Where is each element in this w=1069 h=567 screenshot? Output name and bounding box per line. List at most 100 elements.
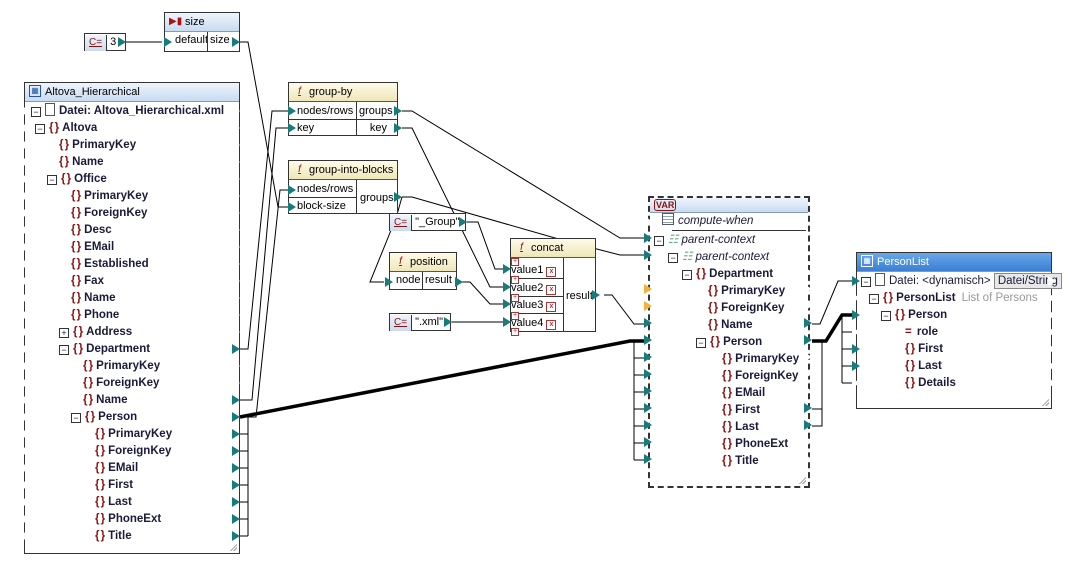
source-input-connector[interactable] — [21, 513, 31, 525]
variable-output-connector[interactable] — [804, 420, 812, 430]
collapse-icon[interactable]: − — [71, 413, 81, 423]
tree-item-last[interactable]: { }Last — [95, 496, 132, 508]
constant-3[interactable]: C=3 — [84, 33, 126, 51]
target-component-personlist[interactable]: ▦ PersonList −Datei: <dynamisch> Datei/S… — [856, 252, 1062, 409]
concat-value2-connector[interactable] — [503, 282, 511, 292]
constant-3-output-connector[interactable] — [118, 37, 126, 47]
tree-item-title[interactable]: { }Title — [95, 530, 132, 542]
target-output-connector[interactable] — [1047, 360, 1057, 372]
source-output-connector[interactable] — [232, 429, 240, 439]
tree-item-fax[interactable]: { }Fax — [71, 275, 104, 287]
constant-xml-output-connector[interactable] — [444, 317, 452, 327]
source-input-connector[interactable] — [21, 122, 31, 134]
source-input-connector[interactable] — [21, 411, 31, 423]
tree-item-name[interactable]: { }Name — [708, 319, 753, 331]
add-parameter-icon[interactable]: + — [511, 276, 519, 284]
source-output-connector[interactable] — [231, 377, 241, 389]
variable-input-connector[interactable] — [644, 437, 652, 447]
collapse-icon[interactable]: − — [668, 253, 678, 263]
source-output-connector[interactable] — [231, 326, 241, 338]
collapse-icon[interactable]: − — [869, 294, 879, 304]
source-input-connector[interactable] — [21, 445, 31, 457]
tree-item-last[interactable]: { }Last — [905, 360, 942, 372]
target-input-connector[interactable] — [851, 292, 861, 304]
target-input-connector[interactable] — [851, 377, 861, 389]
source-input-connector[interactable] — [21, 224, 31, 236]
tree-item-phoneext[interactable]: { }PhoneExt — [95, 513, 162, 525]
collapse-icon[interactable]: − — [861, 277, 871, 287]
variable-input-connector[interactable] — [643, 266, 653, 278]
source-input-connector[interactable] — [21, 530, 31, 542]
file-string-button[interactable]: Datei/String — [993, 273, 1062, 289]
tree-item-primarykey[interactable]: { }PrimaryKey — [95, 428, 173, 440]
tree-item-role[interactable]: = role — [905, 326, 939, 338]
blocks-nodes-input-connector[interactable] — [288, 185, 296, 195]
tree-item-established[interactable]: { }Established — [71, 258, 149, 270]
variable-output-connector[interactable] — [804, 318, 812, 328]
variable-output-connector[interactable] — [804, 335, 812, 345]
variable-input-connector[interactable] — [644, 369, 652, 379]
tree-item-email[interactable]: { }EMail — [722, 387, 766, 399]
source-output-connector[interactable] — [232, 412, 240, 422]
source-input-connector[interactable] — [21, 309, 31, 321]
resize-grip[interactable] — [798, 476, 806, 484]
source-output-connector[interactable] — [231, 258, 241, 270]
target-input-connector[interactable] — [851, 326, 861, 338]
remove-parameter-icon[interactable]: x — [546, 267, 557, 277]
add-parameter-icon[interactable]: + — [511, 328, 519, 336]
position-result-output-connector[interactable] — [455, 277, 463, 287]
source-output-connector[interactable] — [231, 241, 241, 253]
variable-output-connector[interactable] — [803, 368, 813, 380]
group-by-key-output-connector[interactable] — [394, 123, 402, 133]
collapse-icon[interactable]: − — [654, 236, 664, 246]
target-output-connector[interactable] — [1047, 309, 1057, 321]
group-into-blocks-header[interactable]: f group-into-blocks — [289, 161, 397, 180]
variable-output-connector[interactable] — [803, 351, 813, 363]
concat-header[interactable]: f concat — [511, 239, 595, 258]
source-input-connector[interactable] — [21, 173, 31, 185]
source-input-connector[interactable] — [21, 394, 31, 406]
group-by-nodes-input-connector[interactable] — [288, 106, 296, 116]
source-input-connector[interactable] — [21, 428, 31, 440]
compute-when-row[interactable]: compute-when — [662, 213, 753, 230]
variable-input-connector[interactable] — [644, 454, 652, 464]
blocks-groups-output-connector[interactable] — [394, 192, 402, 202]
source-input-connector[interactable] — [21, 343, 31, 355]
tree-item-email[interactable]: { }EMail — [71, 241, 115, 253]
tree-item-primarykey[interactable]: { }PrimaryKey — [59, 139, 137, 151]
constant-group[interactable]: C="_Group" — [389, 213, 466, 231]
tree-item-last[interactable]: { }Last — [722, 421, 759, 433]
variable-output-connector[interactable] — [803, 266, 813, 278]
target-header[interactable]: ▦ PersonList — [857, 253, 1051, 272]
variable-input-connector[interactable] — [644, 386, 652, 396]
tree-item-foreignkey[interactable]: { }ForeignKey — [708, 302, 785, 314]
source-input-connector[interactable] — [21, 275, 31, 287]
tree-item-first[interactable]: { }First — [95, 479, 134, 491]
target-input-connector[interactable] — [852, 344, 860, 354]
target-input-connector[interactable] — [852, 310, 860, 320]
source-output-connector[interactable] — [231, 207, 241, 219]
source-output-connector[interactable] — [231, 156, 241, 168]
variable-input-connector[interactable] — [644, 420, 652, 430]
source-output-connector[interactable] — [232, 480, 240, 490]
concat-value1-connector[interactable] — [503, 264, 511, 274]
variable-input-connector[interactable] — [644, 403, 652, 413]
resize-grip[interactable] — [1041, 398, 1049, 406]
tree-item-name[interactable]: { }Name — [83, 394, 128, 406]
target-output-connector[interactable] — [1047, 343, 1057, 355]
source-input-connector[interactable] — [21, 377, 31, 389]
source-output-connector[interactable] — [232, 463, 240, 473]
collapse-icon[interactable]: − — [59, 345, 69, 355]
size-default-input-connector[interactable] — [164, 37, 172, 47]
variable-input-connector[interactable] — [644, 284, 652, 294]
concat-value3-connector[interactable] — [503, 299, 511, 309]
variable-input-connector[interactable] — [644, 301, 652, 311]
concat-value4-connector[interactable] — [503, 317, 511, 327]
tree-item-parent-context[interactable]: −☷ parent-context — [668, 249, 769, 266]
source-output-connector[interactable] — [232, 446, 240, 456]
target-output-connector[interactable] — [1047, 275, 1057, 287]
size-function[interactable]: ▶▮ size default size — [164, 12, 240, 52]
source-input-connector[interactable] — [21, 241, 31, 253]
tree-item-phoneext[interactable]: { }PhoneExt — [722, 438, 789, 450]
tree-item-primarykey[interactable]: { }PrimaryKey — [71, 190, 149, 202]
